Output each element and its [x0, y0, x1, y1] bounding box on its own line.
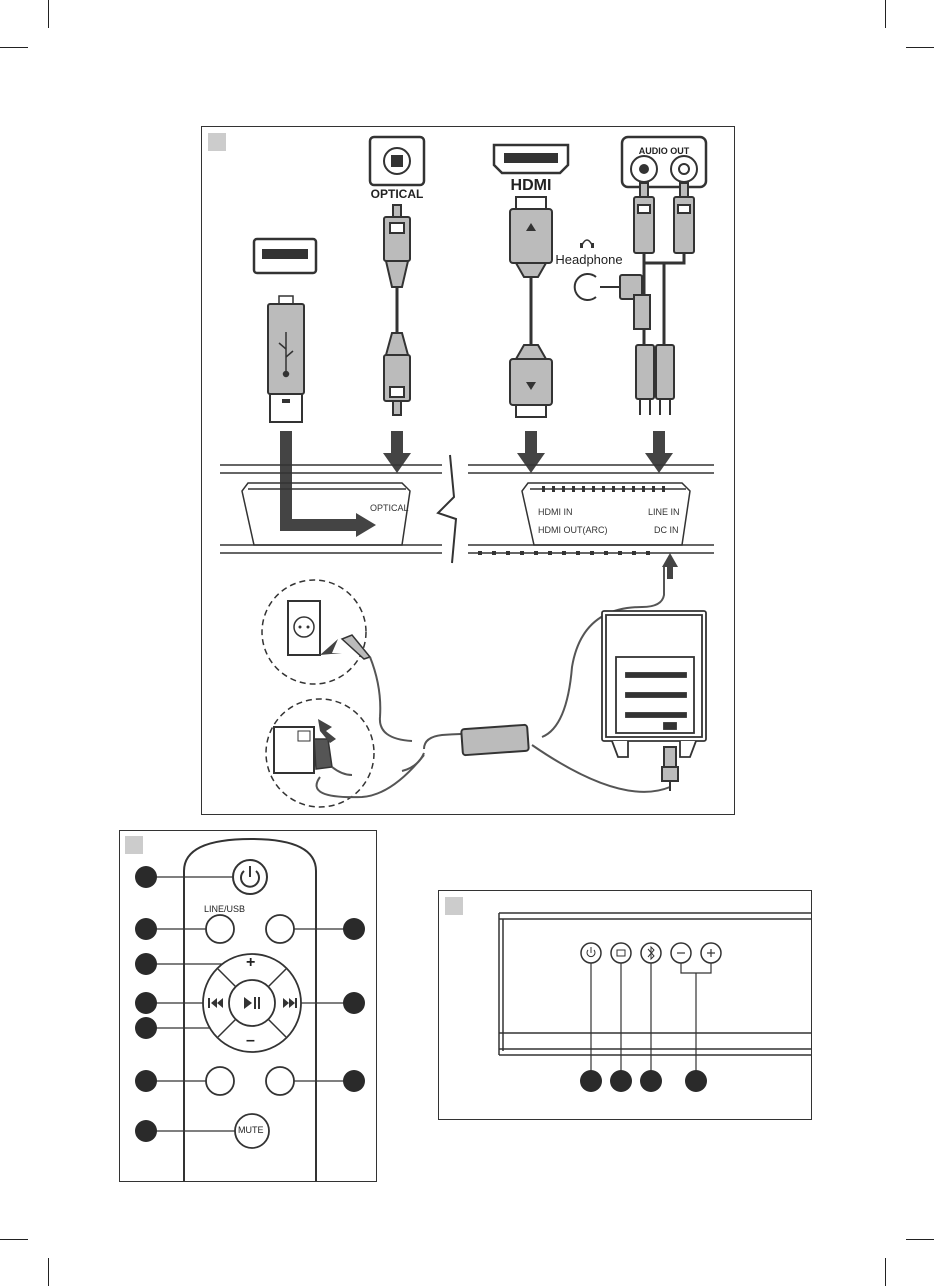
line-usb-label: LINE/USB: [204, 904, 245, 914]
headphone-jack: [575, 274, 650, 329]
power-icon: [233, 860, 267, 894]
headphone-label: Headphone: [555, 252, 622, 267]
break-line: [438, 455, 456, 563]
crop-mark: [906, 47, 934, 48]
crop-mark: [906, 1239, 934, 1240]
wall-socket-uk-icon: [266, 699, 424, 807]
subwoofer-icon: [602, 611, 706, 757]
crop-mark: [885, 1258, 886, 1286]
audio-out-label: AUDIO OUT: [639, 146, 690, 156]
crop-mark: [885, 0, 886, 28]
remote-panel: LINE/USB + – MUTE: [119, 830, 377, 1182]
usb-route-arrow: [280, 431, 376, 537]
port-label-optical: OPTICAL: [370, 503, 409, 513]
soundbar-top-view: [439, 891, 811, 1119]
usb-port-icon: [254, 239, 316, 273]
connection-diagram: OPTICAL HDMI: [202, 127, 734, 814]
hdmi-label: HDMI: [511, 177, 552, 194]
top-buttons-panel: [438, 890, 812, 1120]
mute-button-label[interactable]: MUTE: [238, 1125, 264, 1135]
arrow-down-icon: [383, 431, 673, 473]
headphone-icon: [580, 240, 594, 248]
crop-mark: [0, 47, 28, 48]
port-label-dc-in: DC IN: [654, 525, 679, 535]
crop-mark: [48, 0, 49, 28]
optical-cable: [384, 205, 410, 415]
port-label-line-in: LINE IN: [648, 507, 680, 517]
port-label-hdmi-in: HDMI IN: [538, 507, 573, 517]
hdmi-port-icon: [494, 145, 568, 173]
volume-up-label[interactable]: +: [246, 954, 255, 972]
port-label-hdmi-out: HDMI OUT(ARC): [538, 525, 608, 535]
crop-mark: [0, 1239, 28, 1240]
hdmi-cable: [510, 197, 552, 417]
usb-stick-icon: [268, 296, 304, 422]
subwoofer-plug: [662, 747, 678, 791]
optical-port-icon: [370, 137, 424, 185]
soundbar-left: [220, 465, 442, 553]
power-adapter: [461, 725, 529, 756]
volume-down-label[interactable]: –: [246, 1032, 255, 1050]
audio-out-port-icon: [622, 137, 706, 187]
optical-label: OPTICAL: [371, 187, 424, 201]
connection-panel: OPTICAL HDMI: [201, 126, 735, 815]
crop-mark: [48, 1258, 49, 1286]
